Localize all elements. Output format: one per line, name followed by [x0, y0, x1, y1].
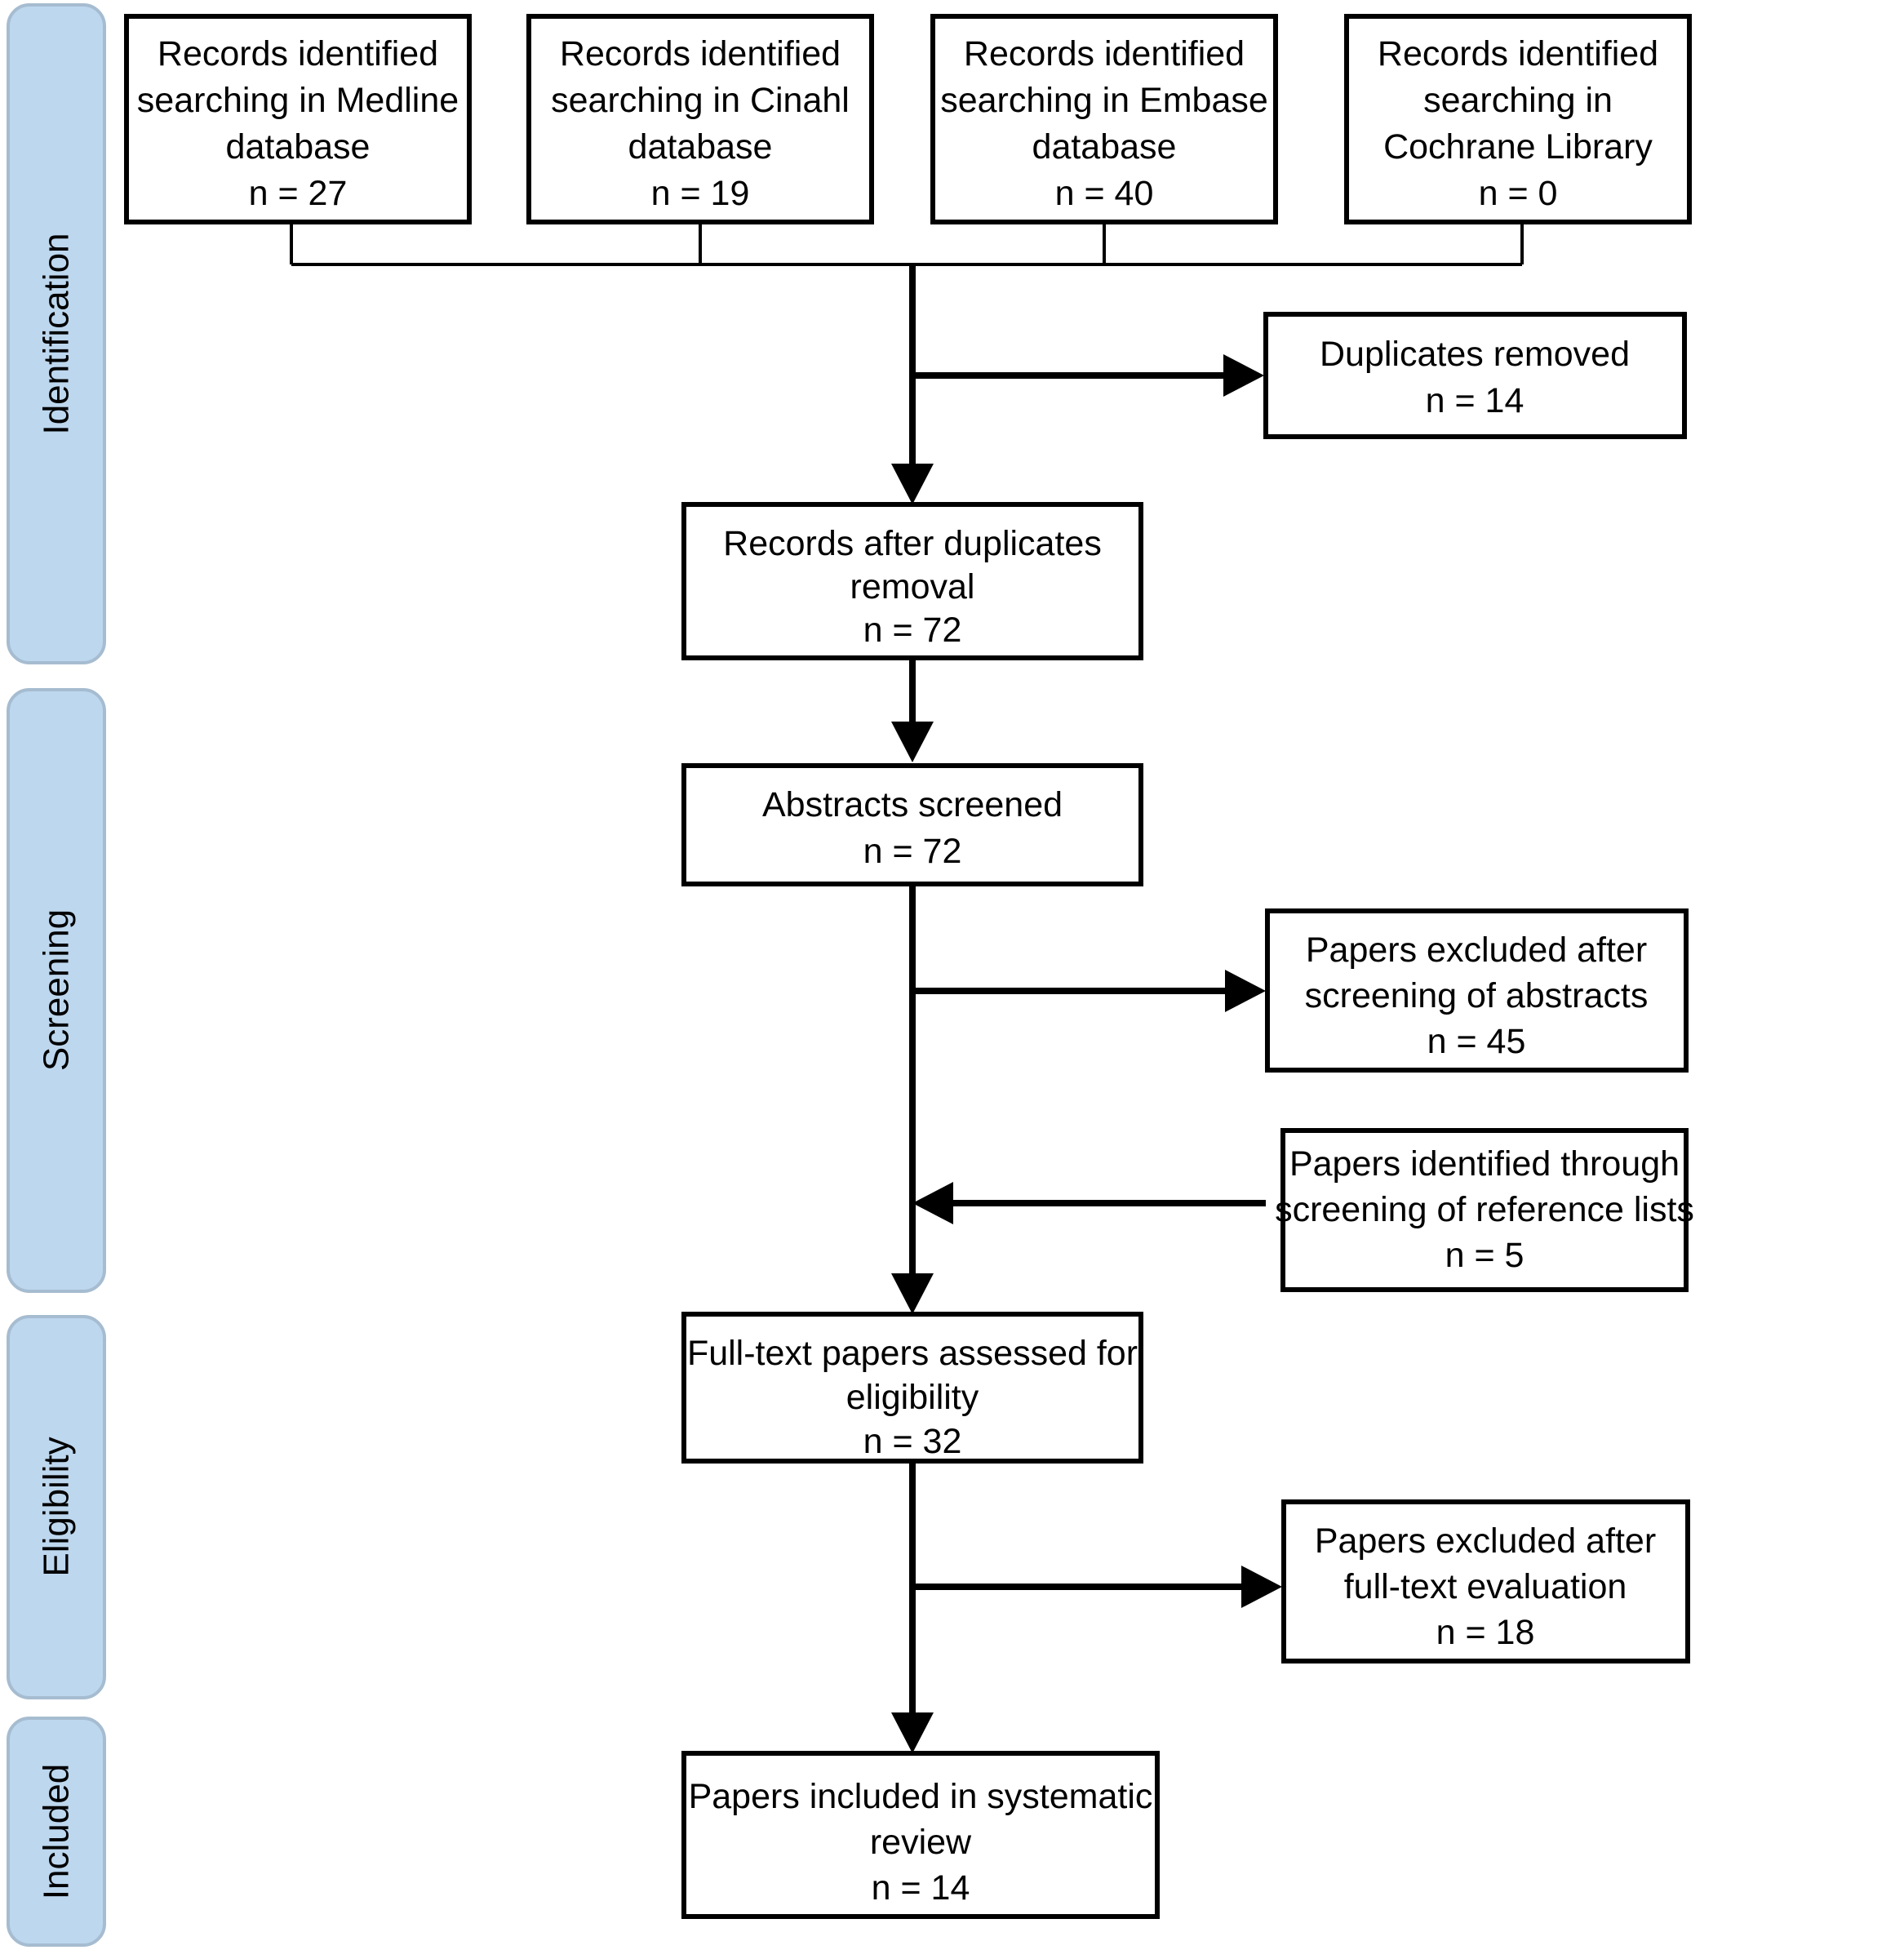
flow-box-abstracts-screened[interactable]: Abstracts screened n = 72 [681, 763, 1143, 886]
connector-abstracts-to-fulltext [891, 884, 934, 1314]
source-box-embase-count: n = 40 [1055, 174, 1154, 213]
flow-box-after-duplicates[interactable]: Records after duplicates removal n = 72 [681, 502, 1143, 660]
side-box-reference-lists-count: n = 5 [1445, 1236, 1525, 1275]
source-box-medline-shape[interactable] [124, 14, 472, 224]
source-box-cinahl-count: n = 19 [651, 174, 750, 213]
side-box-duplicates-removed-shape[interactable] [1263, 312, 1687, 439]
side-box-excluded-abstracts-shape[interactable] [1265, 908, 1689, 1073]
flow-box-abstracts-screened-shape[interactable] [681, 763, 1143, 886]
stage-band-screening-shape [7, 688, 106, 1293]
source-box-cinahl-line1: Records identified [560, 34, 841, 73]
connector-after-duplicates-to-abstracts [891, 658, 934, 762]
side-box-duplicates-removed[interactable]: Duplicates removed n = 14 [1263, 312, 1687, 439]
side-box-reference-lists[interactable]: Papers identified through screening of r… [1275, 1128, 1694, 1292]
stage-label-identification: Identification [37, 233, 77, 434]
side-box-excluded-abstracts[interactable]: Papers excluded after screening of abstr… [1265, 908, 1689, 1073]
flow-box-included-review-shape[interactable] [681, 1751, 1160, 1919]
arrowhead-duplicates-removed [1223, 354, 1264, 397]
source-box-medline[interactable]: Records identified searching in Medline … [124, 14, 472, 224]
side-box-duplicates-removed-count: n = 14 [1426, 381, 1525, 420]
side-box-excluded-fulltext-line1: Papers excluded after [1315, 1521, 1656, 1561]
flow-box-after-duplicates-line1: Records after duplicates [723, 524, 1102, 563]
source-box-medline-line3: database [226, 127, 371, 167]
side-box-reference-lists-line2: screening of reference lists [1275, 1190, 1694, 1229]
source-box-cinahl-line3: database [628, 127, 773, 167]
connector-to-excluded-abstracts [912, 970, 1266, 1012]
side-box-duplicates-removed-line1: Duplicates removed [1320, 335, 1630, 374]
flow-box-abstracts-screened-line1: Abstracts screened [762, 785, 1063, 824]
side-box-reference-lists-shape[interactable] [1280, 1128, 1689, 1292]
arrowhead-included-review [891, 1712, 934, 1753]
connector-to-excluded-fulltext [912, 1566, 1282, 1608]
arrowhead-reference-lists-in [912, 1182, 953, 1224]
source-box-cochrane-line1: Records identified [1378, 34, 1658, 73]
source-box-cochrane-line2: searching in [1423, 81, 1613, 120]
side-box-excluded-fulltext[interactable]: Papers excluded after full-text evaluati… [1281, 1499, 1690, 1663]
connector-from-reference-lists [912, 1182, 1266, 1224]
flow-box-included-review-count: n = 14 [872, 1868, 970, 1908]
side-box-excluded-abstracts-count: n = 45 [1427, 1022, 1526, 1061]
flow-box-abstracts-screened-count: n = 72 [863, 832, 962, 871]
stage-band-included-shape [7, 1717, 106, 1947]
stage-band-included: Included [7, 1717, 106, 1947]
source-box-embase-shape[interactable] [930, 14, 1278, 224]
arrowhead-excluded-fulltext [1241, 1566, 1282, 1608]
flow-box-after-duplicates-shape[interactable] [681, 502, 1143, 660]
source-box-cochrane-shape[interactable] [1344, 14, 1692, 224]
source-box-medline-count: n = 27 [249, 174, 348, 213]
stage-label-screening: Screening [37, 909, 77, 1071]
stage-label-eligibility: Eligibility [37, 1437, 77, 1576]
stage-band-identification: Identification [7, 3, 106, 664]
stage-band-screening: Screening [7, 688, 106, 1293]
arrowhead-excluded-abstracts [1225, 970, 1266, 1012]
connector-fulltext-to-included [891, 1461, 934, 1753]
side-box-excluded-abstracts-line1: Papers excluded after [1306, 931, 1647, 970]
source-box-cochrane[interactable]: Records identified searching in Cochrane… [1344, 14, 1692, 224]
source-box-cinahl[interactable]: Records identified searching in Cinahl d… [526, 14, 874, 224]
source-box-medline-line2: searching in Medline [137, 81, 459, 120]
source-box-cochrane-count: n = 0 [1479, 174, 1558, 213]
source-box-embase[interactable]: Records identified searching in Embase d… [930, 14, 1278, 224]
flow-box-included-review[interactable]: Papers included in systematic review n =… [681, 1751, 1160, 1919]
flow-box-fulltext-assessed-shape[interactable] [681, 1312, 1143, 1464]
arrowhead-to-after-duplicates [891, 464, 934, 504]
source-box-embase-line2: searching in Embase [940, 81, 1268, 120]
side-box-excluded-fulltext-shape[interactable] [1281, 1499, 1690, 1663]
stage-label-included: Included [37, 1764, 77, 1899]
flow-box-after-duplicates-count: n = 72 [863, 611, 962, 650]
source-box-cinahl-line2: searching in Cinahl [551, 81, 850, 120]
flow-box-included-review-line2: review [870, 1823, 972, 1862]
side-box-excluded-fulltext-count: n = 18 [1436, 1613, 1535, 1652]
flow-box-after-duplicates-line2: removal [850, 567, 975, 606]
stage-band-identification-shape [7, 3, 106, 664]
stage-band-eligibility: Eligibility [7, 1315, 106, 1699]
flow-box-fulltext-assessed[interactable]: Full-text papers assessed for eligibilit… [681, 1312, 1143, 1464]
flow-box-fulltext-assessed-line1: Full-text papers assessed for [687, 1334, 1138, 1373]
side-box-reference-lists-line1: Papers identified through [1289, 1144, 1680, 1184]
source-box-cinahl-shape[interactable] [526, 14, 874, 224]
flow-box-fulltext-assessed-line2: eligibility [846, 1378, 979, 1417]
arrowhead-fulltext-assessed [891, 1273, 934, 1314]
source-box-embase-line1: Records identified [964, 34, 1245, 73]
flow-box-fulltext-assessed-count: n = 32 [863, 1422, 962, 1461]
arrowhead-abstracts-screened [891, 722, 934, 762]
side-box-excluded-abstracts-line2: screening of abstracts [1305, 976, 1649, 1015]
connector-to-duplicates-removed [912, 354, 1264, 397]
source-box-cochrane-line3: Cochrane Library [1383, 127, 1653, 167]
side-box-excluded-fulltext-line2: full-text evaluation [1344, 1567, 1627, 1606]
source-box-medline-line1: Records identified [158, 34, 438, 73]
source-box-embase-line3: database [1032, 127, 1177, 167]
flow-box-included-review-line1: Papers included in systematic [689, 1777, 1153, 1816]
stage-band-eligibility-shape [7, 1315, 106, 1699]
